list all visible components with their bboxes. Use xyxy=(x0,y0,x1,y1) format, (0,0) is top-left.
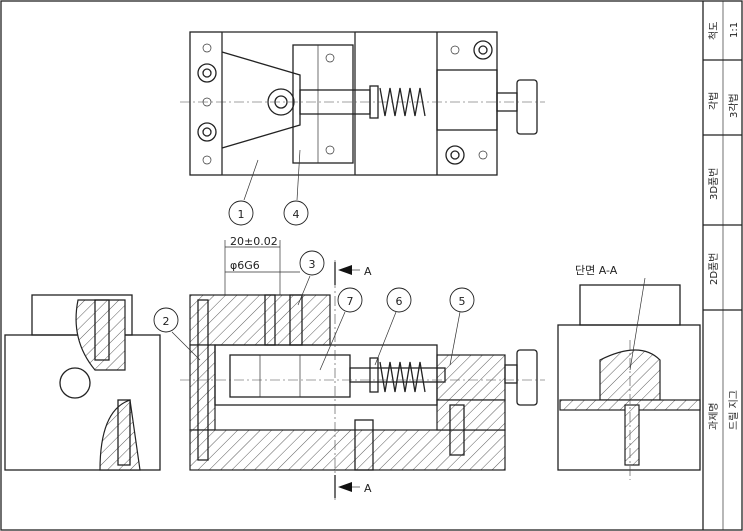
section-arrow-top: A xyxy=(334,262,372,285)
svg-text:4: 4 xyxy=(293,208,300,221)
balloon-6: 6 xyxy=(374,287,412,366)
part-2d-label: 2D품번 xyxy=(708,253,720,285)
svg-text:6: 6 xyxy=(396,295,403,308)
section-label: 단면 A-A xyxy=(575,264,618,277)
balloon-2: 2 xyxy=(153,307,201,361)
projection-value: 3각법 xyxy=(728,93,740,118)
balloon-7: 7 xyxy=(319,287,363,371)
dimension-diameter-text: φ6G6 xyxy=(230,259,260,272)
balloon-5: 5 xyxy=(449,287,475,366)
svg-text:1: 1 xyxy=(238,208,245,221)
top-view xyxy=(180,31,545,176)
section-arrow-bottom: A xyxy=(334,475,372,498)
balloon-4: 4 xyxy=(283,149,309,226)
side-view xyxy=(4,294,161,471)
project-label: 과제명 xyxy=(708,402,720,430)
front-section-view xyxy=(180,260,545,500)
scale-label: 척도 xyxy=(708,22,720,40)
section-letter-top: A xyxy=(364,265,372,278)
balloon-1: 1 xyxy=(228,159,259,226)
scale-value: 1:1 xyxy=(729,22,740,38)
projection-label: 각법 xyxy=(708,92,720,110)
svg-text:7: 7 xyxy=(347,295,354,308)
project-value: 드릴 지그 xyxy=(727,390,740,430)
section-letter-bottom: A xyxy=(364,482,372,495)
balloon-3: 3 xyxy=(297,250,325,306)
svg-text:2: 2 xyxy=(163,315,170,328)
dimension-length-text: 20±0.02 xyxy=(230,235,278,248)
section-a-a-view xyxy=(557,284,701,480)
svg-text:5: 5 xyxy=(459,295,466,308)
svg-text:3: 3 xyxy=(309,258,316,271)
dimension-20: 20±0.02 xyxy=(224,235,281,295)
part-3d-label: 3D품번 xyxy=(708,168,720,200)
dimension-diameter: φ6G6 xyxy=(225,259,300,273)
title-block: 척도 1:1 각법 3각법 3D품번 2D품번 과제명 드릴 지그 xyxy=(702,1,742,530)
